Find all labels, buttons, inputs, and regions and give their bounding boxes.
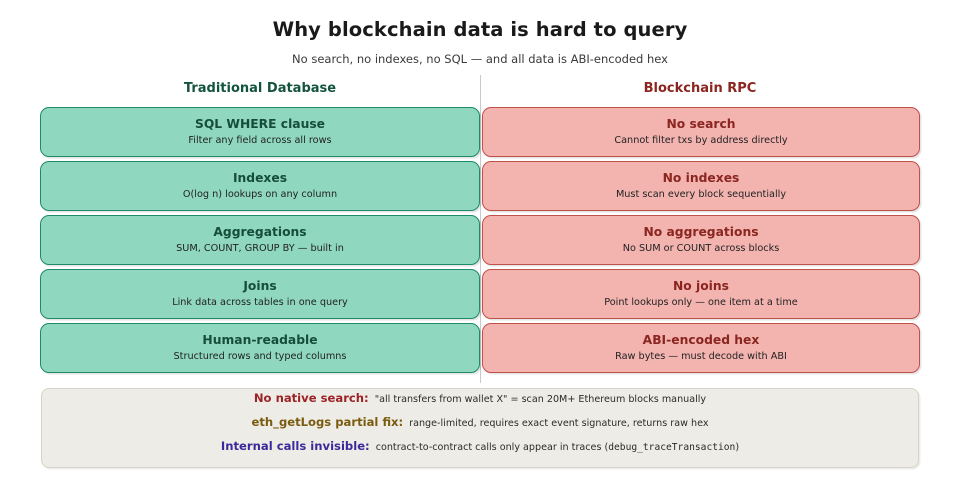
- card-subtitle: Link data across tables in one query: [172, 296, 348, 308]
- limitation-card: No aggregations No SUM or COUNT across b…: [482, 215, 920, 265]
- card-subtitle: SUM, COUNT, GROUP BY — built in: [176, 242, 344, 254]
- footnote-label: eth_getLogs partial fix:: [251, 415, 404, 429]
- card-title: No search: [666, 116, 736, 131]
- footnote-line: eth_getLogs partial fix: range-limited, …: [251, 415, 709, 441]
- card-title: Joins: [243, 278, 277, 293]
- card-title: Aggregations: [213, 224, 307, 239]
- card-title: No indexes: [662, 170, 740, 185]
- footnote-text-pre: contract-to-contract calls only appear i…: [375, 442, 609, 453]
- footnote-panel: No native search: "all transfers from wa…: [41, 388, 919, 468]
- card-title: Human-readable: [202, 332, 318, 347]
- traditional-database-column: SQL WHERE clause Filter any field across…: [40, 107, 480, 377]
- capability-card: SQL WHERE clause Filter any field across…: [40, 107, 480, 157]
- column-heading-blockchain-rpc: Blockchain RPC: [643, 81, 757, 96]
- card-title: SQL WHERE clause: [194, 116, 326, 131]
- card-subtitle: Cannot filter txs by address directly: [614, 134, 788, 146]
- limitation-card: ABI-encoded hex Raw bytes — must decode …: [482, 323, 920, 373]
- limitation-card: No search Cannot filter txs by address d…: [482, 107, 920, 157]
- card-title: No aggregations: [643, 224, 759, 239]
- card-subtitle: O(log n) lookups on any column: [182, 188, 338, 200]
- card-subtitle: Raw bytes — must decode with ABI: [615, 350, 787, 362]
- capability-card: Human-readable Structured rows and typed…: [40, 323, 480, 373]
- footnote-label: Internal calls invisible:: [220, 439, 370, 453]
- capability-card: Joins Link data across tables in one que…: [40, 269, 480, 319]
- footnote-text: range-limited, requires exact event sign…: [409, 418, 709, 429]
- limitation-card: No indexes Must scan every block sequent…: [482, 161, 920, 211]
- page-subtitle: No search, no indexes, no SQL — and all …: [292, 52, 668, 66]
- card-title: No joins: [673, 278, 729, 293]
- limitation-card: No joins Point lookups only — one item a…: [482, 269, 920, 319]
- capability-card: Indexes O(log n) lookups on any column: [40, 161, 480, 211]
- card-title: Indexes: [232, 170, 288, 185]
- column-heading-traditional-database: Traditional Database: [183, 81, 337, 96]
- card-title: ABI-encoded hex: [642, 332, 760, 347]
- footnote-text-post: ): [735, 442, 740, 453]
- column-divider: [480, 75, 481, 383]
- blockchain-rpc-column: No search Cannot filter txs by address d…: [482, 107, 922, 377]
- card-subtitle: No SUM or COUNT across blocks: [622, 242, 780, 254]
- footnote-label: No native search:: [253, 391, 369, 405]
- card-subtitle: Must scan every block sequentially: [615, 188, 787, 200]
- card-subtitle: Point lookups only — one item at a time: [604, 296, 798, 308]
- footnote-text: "all transfers from wallet X" = scan 20M…: [374, 394, 707, 405]
- capability-card: Aggregations SUM, COUNT, GROUP BY — buil…: [40, 215, 480, 265]
- rpc-method-name: debug_traceTransaction: [608, 442, 736, 453]
- page-title: Why blockchain data is hard to query: [272, 18, 688, 41]
- card-subtitle: Filter any field across all rows: [188, 134, 332, 146]
- card-subtitle: Structured rows and typed columns: [173, 350, 347, 362]
- footnote-line: No native search: "all transfers from wa…: [253, 391, 707, 417]
- footnote-line: Internal calls invisible: contract-to-co…: [220, 439, 739, 465]
- footnote-text: contract-to-contract calls only appear i…: [376, 443, 739, 453]
